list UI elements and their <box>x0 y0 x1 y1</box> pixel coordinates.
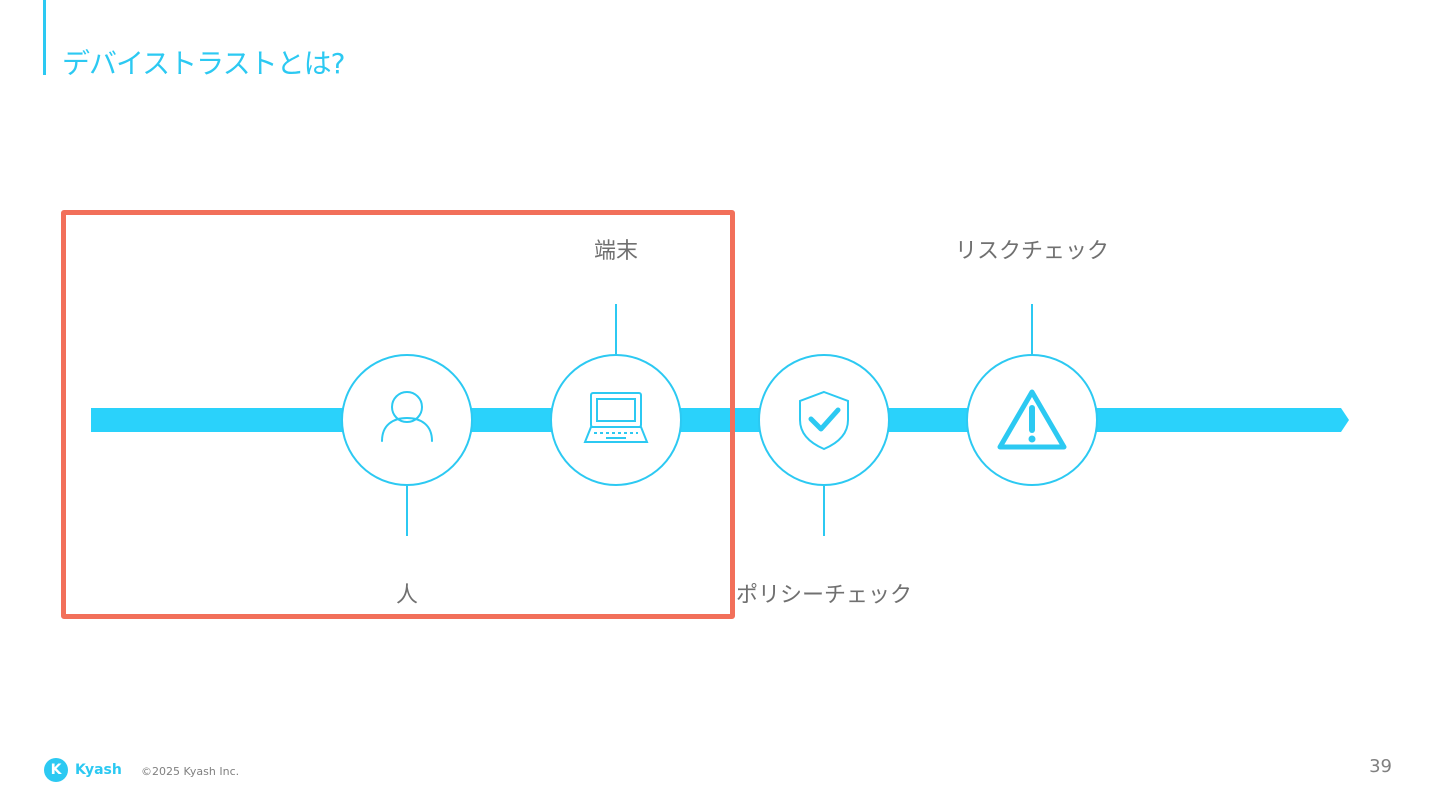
laptop-icon <box>583 392 649 443</box>
title-accent-bar <box>43 0 46 75</box>
kyash-logo-text: Kyash <box>75 762 122 778</box>
shield-check-icon <box>799 390 849 451</box>
node-device <box>550 354 682 486</box>
kyash-logo: K Kyash <box>44 758 122 782</box>
slide-title: デバイストラストとは? <box>62 47 345 80</box>
node-policy <box>758 354 890 486</box>
person-icon <box>381 391 433 442</box>
node-risk <box>966 354 1098 486</box>
label-device: 端末 <box>593 239 639 264</box>
node-person <box>341 354 473 486</box>
kyash-logo-mark-icon: K <box>44 758 68 782</box>
label-person: 人 <box>395 583 419 608</box>
label-policy: ポリシーチェック <box>735 583 913 608</box>
copyright-text: ©2025 Kyash Inc. <box>141 765 240 778</box>
page-number: 39 <box>1369 756 1392 777</box>
label-risk: リスクチェック <box>954 239 1110 264</box>
warning-icon <box>997 389 1067 450</box>
highlight-box <box>61 210 735 619</box>
